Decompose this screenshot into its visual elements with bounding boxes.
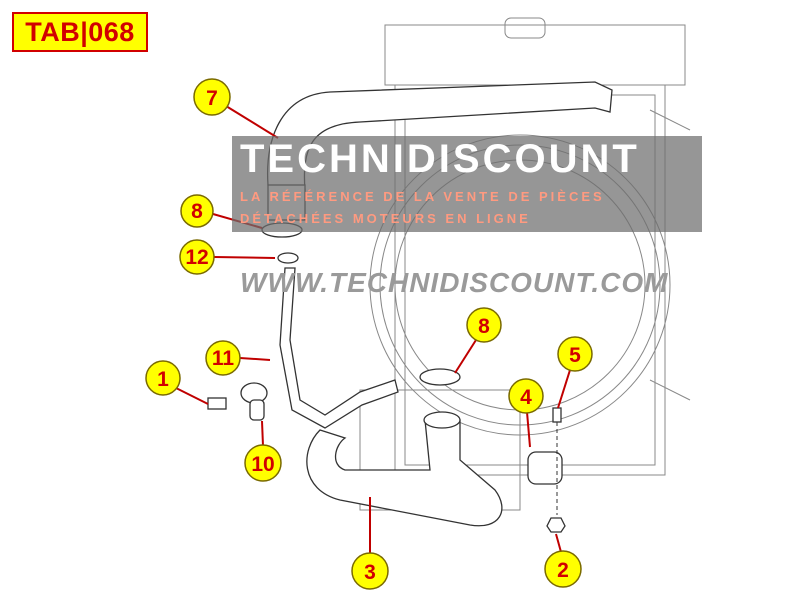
- callout-7[interactable]: 7: [193, 78, 231, 116]
- callout-10[interactable]: 10: [244, 444, 282, 482]
- callout-4[interactable]: 4: [508, 378, 544, 414]
- svg-text:7: 7: [206, 87, 218, 110]
- callout-12[interactable]: 12: [179, 239, 215, 275]
- callout-5[interactable]: 5: [557, 336, 593, 372]
- callout-1[interactable]: 1: [145, 360, 181, 396]
- watermark-url: WWW.TECHNIDISCOUNT.COM: [240, 267, 669, 298]
- svg-text:10: 10: [251, 453, 274, 476]
- part-4: [527, 451, 563, 485]
- leader-lines: [175, 105, 571, 554]
- hose-3: [306, 419, 503, 527]
- callout-8-upper[interactable]: 8: [180, 194, 214, 228]
- table-reference-label: TAB|068: [12, 12, 148, 52]
- svg-text:5: 5: [569, 344, 581, 367]
- svg-text:12: 12: [185, 246, 208, 269]
- svg-text:8: 8: [191, 200, 203, 223]
- svg-text:8: 8: [478, 315, 490, 338]
- watermark-brand: TECHNIDISCOUNT: [240, 137, 640, 181]
- svg-text:3: 3: [364, 561, 376, 584]
- callout-2[interactable]: 2: [544, 550, 582, 588]
- nut-2: [546, 517, 566, 533]
- watermark-tagline-1: LA RÉFÉRENCE DE LA VENTE DE PIÈCES: [240, 189, 605, 204]
- callout-8-lower[interactable]: 8: [466, 307, 502, 343]
- callout-11[interactable]: 11: [205, 340, 241, 376]
- clamp-8-lower: [419, 368, 461, 386]
- watermark-tagline-2: DÉTACHÉES MOTEURS EN LIGNE: [240, 211, 531, 226]
- svg-text:4: 4: [520, 386, 532, 409]
- clamp-12: [277, 252, 299, 264]
- svg-text:2: 2: [557, 559, 569, 582]
- callout-3[interactable]: 3: [351, 552, 389, 590]
- svg-text:11: 11: [212, 347, 235, 370]
- hose-11: [279, 267, 399, 429]
- svg-text:1: 1: [157, 368, 169, 391]
